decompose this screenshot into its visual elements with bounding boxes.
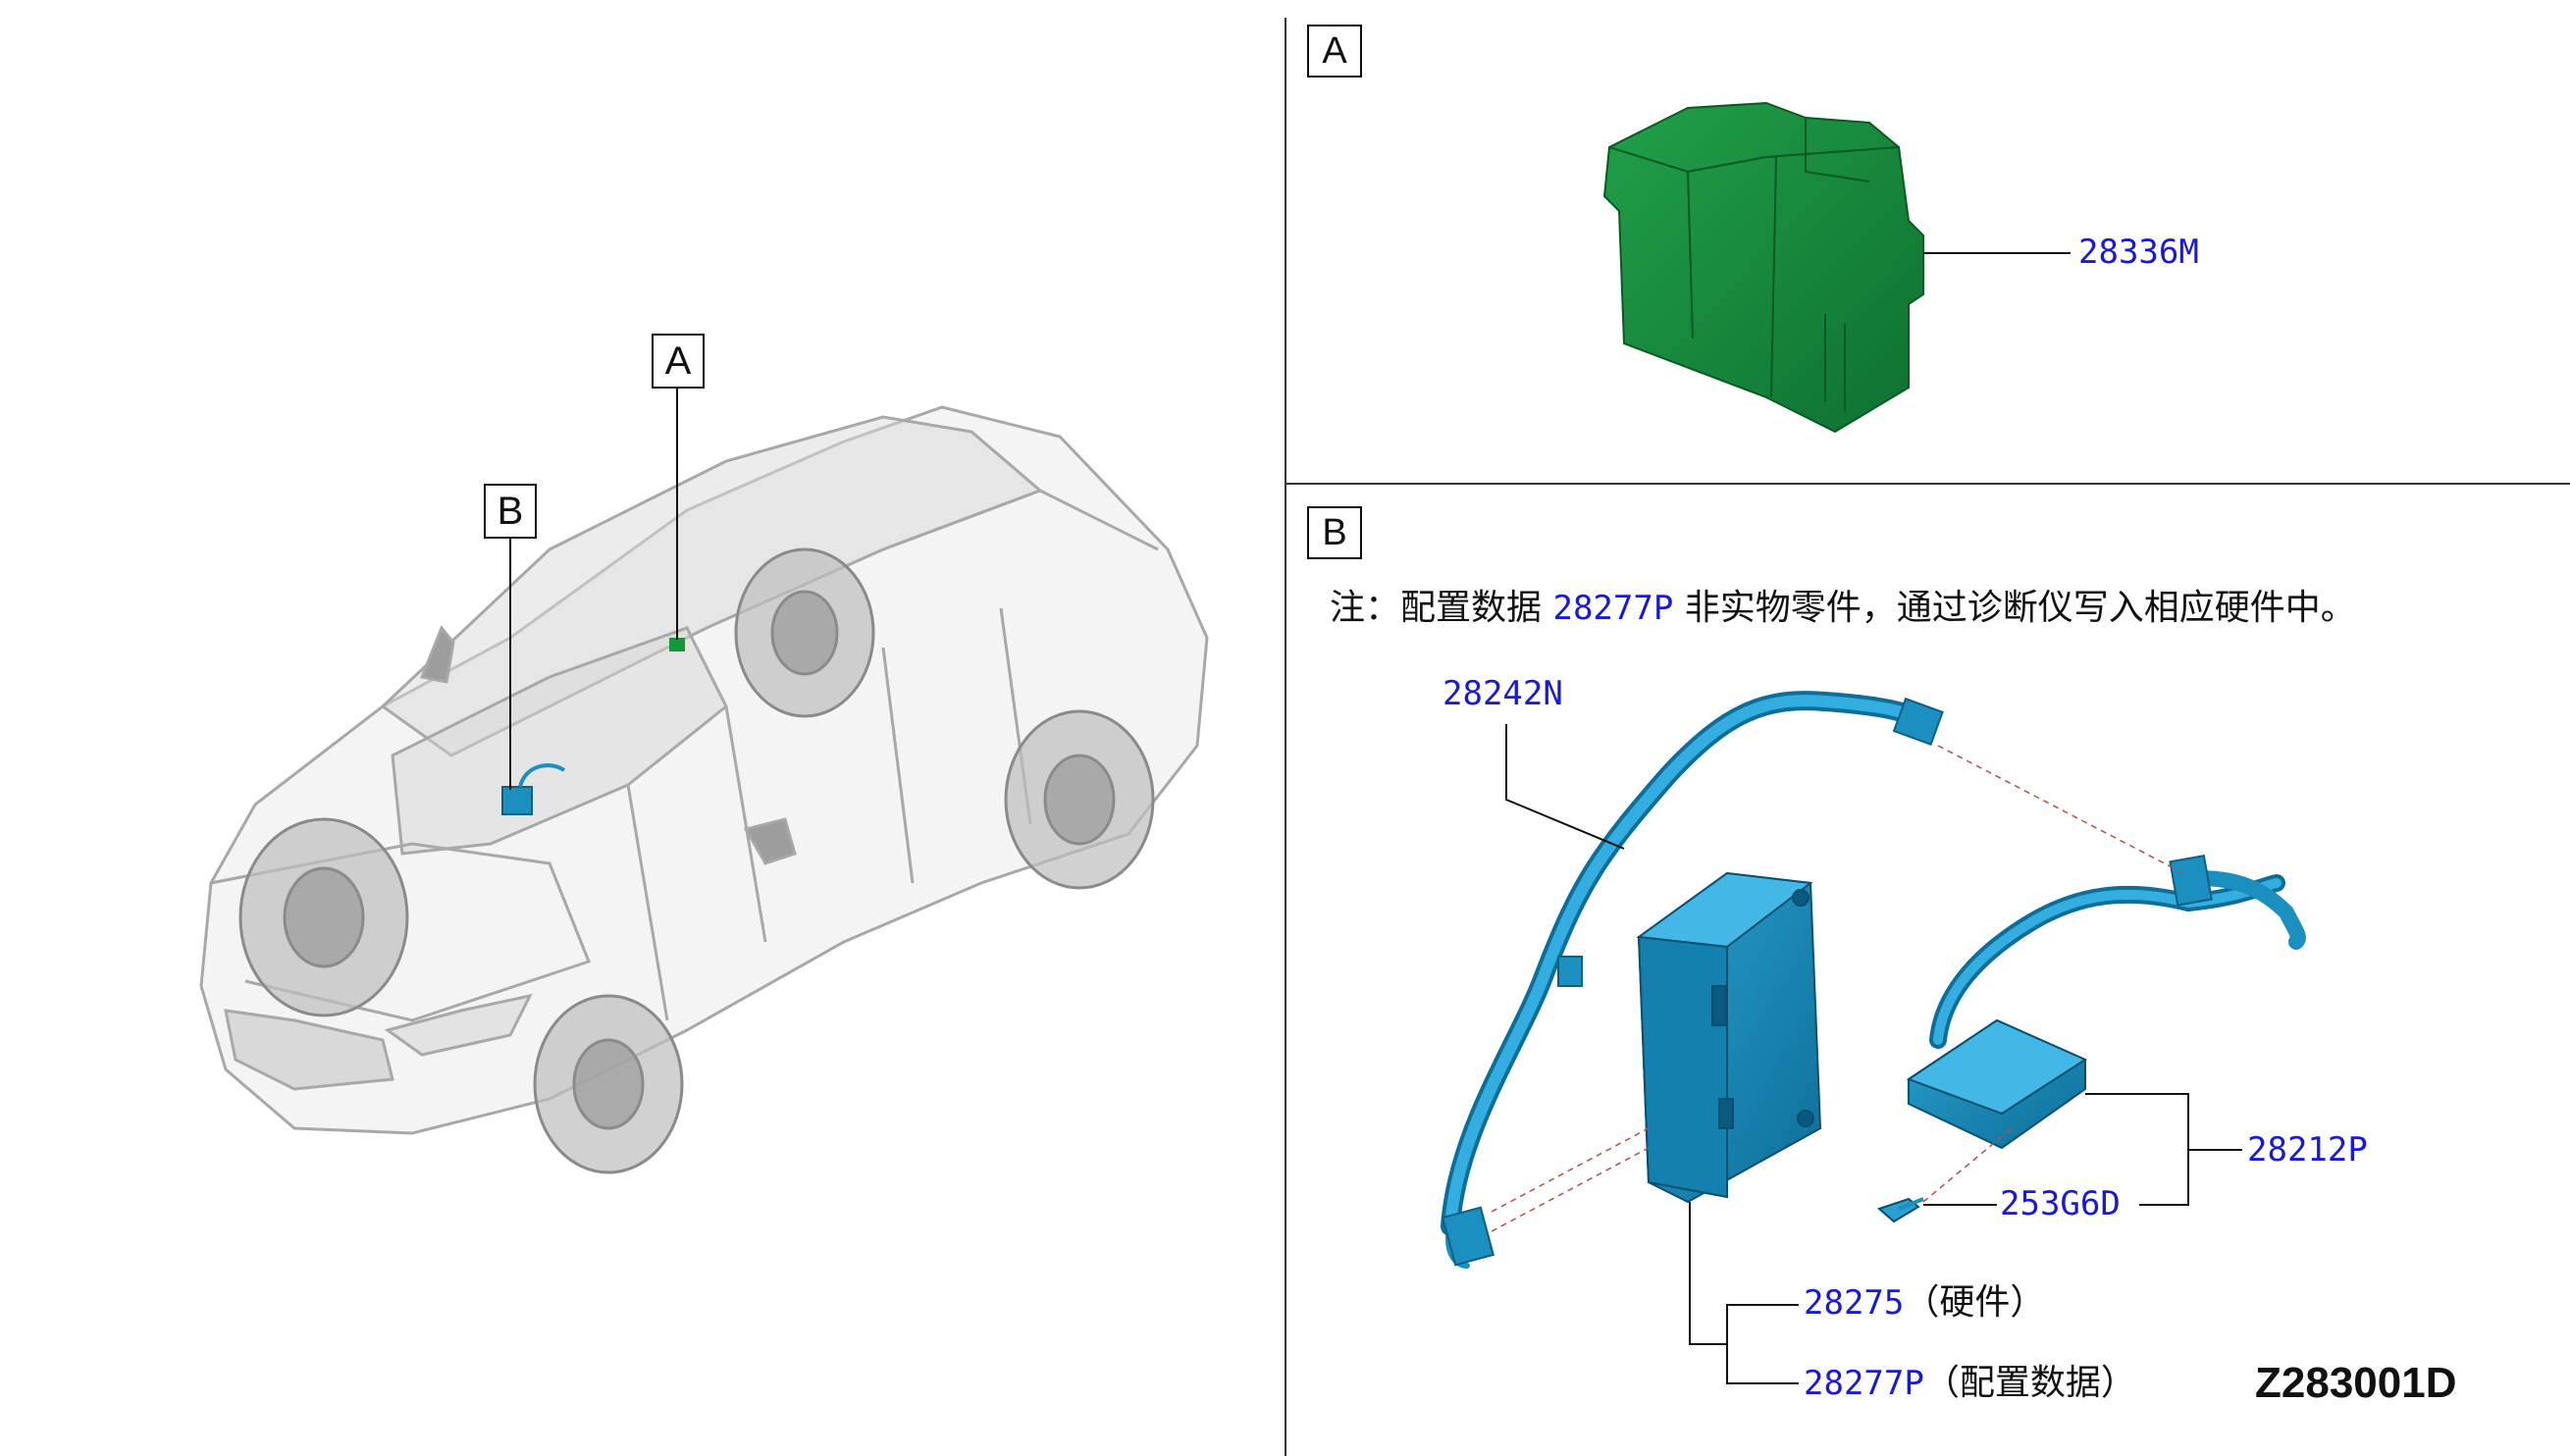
drawing-id: Z283001D	[2255, 1359, 2457, 1407]
part-28277p-number: 28277P	[1804, 1364, 1924, 1403]
harness-end-connector	[1441, 1206, 1495, 1267]
harness-top-connector	[1892, 697, 1944, 747]
part-28275-number: 28275	[1804, 1283, 1905, 1323]
part-253g6d-label: 253G6D	[2000, 1184, 2121, 1223]
antenna-connector	[2169, 855, 2213, 907]
note-part-28277p: 28277P	[1552, 589, 1674, 628]
harness-clip	[1557, 956, 1583, 987]
part-28277p-label: 28277P（配置数据）	[1804, 1366, 2136, 1401]
part-28336m-label: 28336M	[2078, 233, 2199, 272]
callout-b-label: B	[497, 490, 524, 533]
note-prefix: 注：配置数据	[1330, 588, 1543, 628]
car-module-b-marker	[501, 786, 533, 815]
part-28242n-label: 28242N	[1442, 674, 1563, 713]
callout-a-box: A	[652, 334, 705, 389]
panel-b-note: 注：配置数据 28277P 非实物零件，通过诊断仪写入相应硬件中。	[1330, 591, 2356, 626]
part-28277p-desc: （配置数据）	[1923, 1363, 2136, 1403]
assembly-dashed-lines	[1491, 745, 2184, 1232]
part-28275-desc: （硬件）	[1904, 1282, 2046, 1323]
note-suffix: 非实物零件，通过诊断仪写入相应硬件中。	[1684, 588, 2356, 628]
part-28275-label: 28275（硬件）	[1804, 1285, 2045, 1321]
car-overview-illustration	[199, 405, 1209, 1135]
panel-a-label-box: A	[1307, 25, 1362, 78]
part-28212p-label: 28212P	[2247, 1130, 2368, 1170]
screw-253g6d-illustration	[1877, 1197, 1924, 1223]
panel-b-leader-lines	[1505, 724, 2242, 1384]
car-module-b-cable	[518, 763, 566, 788]
module-28275-illustration	[1636, 871, 1822, 1204]
panel-b-label-box: B	[1307, 506, 1362, 559]
antenna-28212p-illustration	[1906, 1018, 2088, 1150]
car-module-a-marker	[669, 638, 685, 651]
callout-b-box: B	[484, 484, 537, 539]
module-28336m-illustration	[1602, 101, 1924, 434]
callout-a-label: A	[664, 339, 692, 383]
car-wheels	[238, 547, 1155, 1174]
harness-antenna-illustration	[1929, 870, 2306, 1049]
panel-a-label: A	[1322, 30, 1347, 72]
panel-b-label: B	[1322, 512, 1347, 553]
